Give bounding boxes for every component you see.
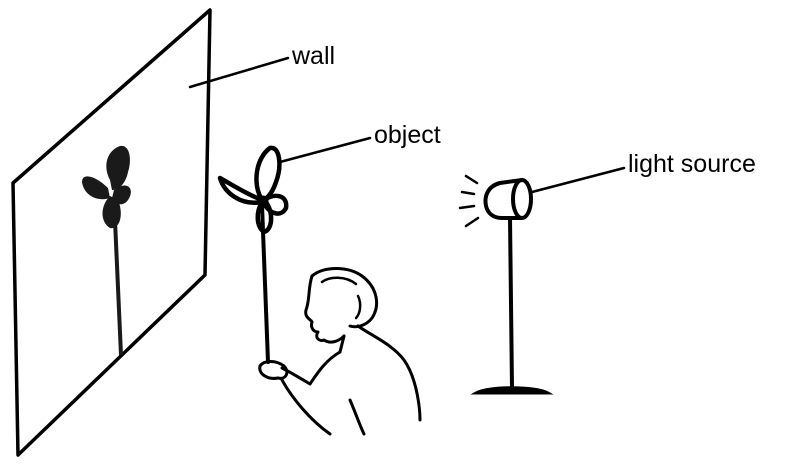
pinwheel-object: [220, 148, 286, 362]
light-rays: [460, 176, 478, 226]
light-source-leader-line: [532, 168, 624, 192]
person: [260, 269, 420, 435]
object-leader-line: [280, 138, 370, 162]
wall-leader-line: [190, 58, 288, 87]
light-source-label: light source: [628, 150, 756, 178]
wall: [13, 10, 210, 455]
lamp: [460, 176, 548, 393]
object-shadow: [82, 146, 131, 355]
object-label: object: [374, 121, 441, 149]
wall-label: wall: [291, 42, 335, 70]
